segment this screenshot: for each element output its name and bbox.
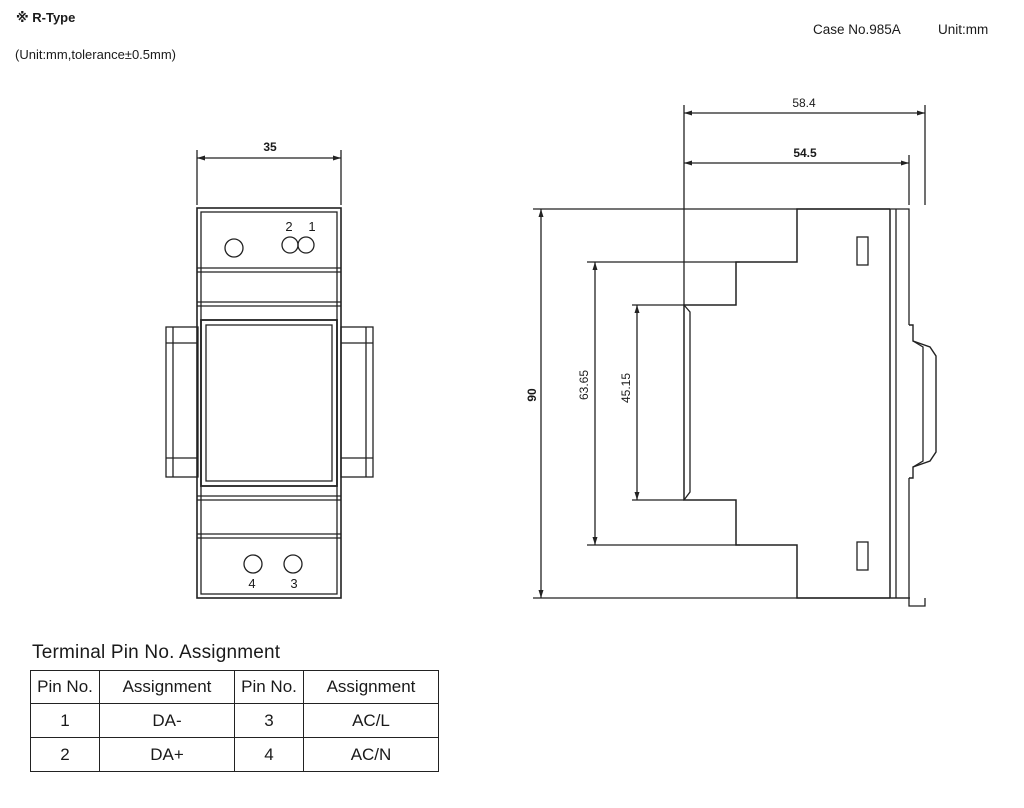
table-cell: 1 — [30, 703, 100, 738]
side-profile-outline — [683, 208, 890, 599]
arrow-down — [592, 537, 598, 545]
arrow-down — [538, 590, 544, 598]
case-number: Case No.985A — [813, 22, 901, 37]
side-back-plate-top — [890, 208, 910, 325]
table-header-row: Pin No. Assignment Pin No. Assignment — [30, 670, 439, 704]
top-screw-hole-icon — [224, 238, 244, 258]
front-view: 35 2 1 4 3 — [165, 140, 374, 599]
table-cell: AC/L — [303, 703, 439, 738]
side-view: 58.4 54.5 90 63.65 45.15 — [525, 96, 937, 607]
terminal-pin-2-icon — [281, 236, 299, 254]
height-total-dim: 90 — [525, 388, 539, 402]
arrow-right — [901, 160, 909, 166]
unit-label: Unit:mm — [938, 22, 989, 37]
side-back-plate-bottom — [890, 478, 910, 599]
pin-label-1: 1 — [308, 219, 315, 234]
height-mid-dim: 63.65 — [577, 370, 591, 400]
vent-slot-top — [856, 236, 869, 266]
col-header-pin-no: Pin No. — [30, 670, 100, 704]
front-label-panel — [200, 319, 338, 487]
front-body-outline — [196, 207, 342, 599]
height-inner-dim: 45.15 — [619, 373, 633, 403]
arrow-right — [333, 155, 341, 161]
pin-label-4: 4 — [248, 576, 255, 591]
din-clip-right — [340, 326, 374, 478]
arrow-up — [634, 305, 640, 313]
terminal-pin-3-icon — [283, 554, 303, 574]
table-cell: DA- — [99, 703, 235, 738]
side-profile-front-bevel — [683, 304, 691, 501]
col-header-pin-no: Pin No. — [234, 670, 304, 704]
table-cell: 4 — [234, 737, 304, 772]
title: ※ R-Type — [16, 10, 76, 25]
terminal-pin-table: Pin No. Assignment Pin No. Assignment 1 … — [30, 670, 439, 772]
mechanical-drawing: 35 2 1 4 3 — [165, 96, 937, 607]
pin-label-3: 3 — [290, 576, 297, 591]
depth-total-dim: 58.4 — [792, 96, 816, 110]
col-header-assignment: Assignment — [303, 670, 439, 704]
table-row: 2 DA+ 4 AC/N — [30, 737, 439, 772]
arrow-down — [634, 492, 640, 500]
arrow-left — [684, 110, 692, 116]
din-latch-bottom — [908, 598, 926, 607]
depth-body-dim: 54.5 — [793, 146, 817, 160]
din-rail-clip — [909, 324, 937, 479]
front-width-dim: 35 — [263, 140, 277, 154]
col-header-assignment: Assignment — [99, 670, 235, 704]
table-cell: DA+ — [99, 737, 235, 772]
arrow-left — [684, 160, 692, 166]
front-label-panel-inner — [205, 324, 333, 482]
table-cell: AC/N — [303, 737, 439, 772]
table-cell: 3 — [234, 703, 304, 738]
vent-slot-bottom — [856, 541, 869, 571]
arrow-up — [592, 262, 598, 270]
unit-tolerance-note: (Unit:mm,tolerance±0.5mm) — [15, 47, 177, 62]
terminal-pin-1-icon — [297, 236, 315, 254]
arrow-right — [917, 110, 925, 116]
terminal-pin-4-icon — [243, 554, 263, 574]
table-cell: 2 — [30, 737, 100, 772]
pin-label-2: 2 — [285, 219, 292, 234]
pin-table-caption: Terminal Pin No. Assignment — [32, 642, 281, 663]
din-rail-clip-inner — [912, 340, 924, 468]
din-clip-left — [165, 326, 199, 478]
arrow-up — [538, 209, 544, 217]
table-row: 1 DA- 3 AC/L — [30, 703, 439, 738]
arrow-left — [197, 155, 205, 161]
front-body-inner — [200, 211, 338, 595]
